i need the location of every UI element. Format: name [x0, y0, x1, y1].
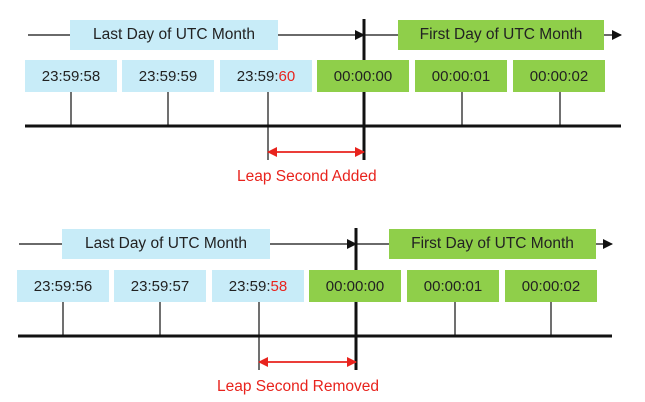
- top-leap-second-box: 23:59:60: [220, 60, 312, 92]
- top-time-box-4: 00:00:00: [317, 60, 409, 92]
- top-leap-digits: 60: [278, 67, 296, 85]
- top-time-box-2: 23:59:59: [122, 60, 214, 92]
- top-first-day-header: First Day of UTC Month: [398, 20, 604, 50]
- bottom-caption: Leap Second Removed: [217, 378, 380, 395]
- top-time-box-6: 00:00:02: [513, 60, 605, 92]
- bottom-time-box-4: 00:00:00: [309, 270, 401, 302]
- top-time-box-5: 00:00:01: [415, 60, 507, 92]
- bottom-leap-digits: 58: [270, 277, 288, 295]
- bottom-last-day-header: Last Day of UTC Month: [62, 229, 270, 259]
- bottom-first-day-header: First Day of UTC Month: [389, 229, 596, 259]
- top-caption: Leap Second Added: [237, 168, 377, 185]
- top-last-day-header: Last Day of UTC Month: [70, 20, 278, 50]
- bottom-time-box-6: 00:00:02: [505, 270, 597, 302]
- bottom-leap-second-box: 23:59:58: [212, 270, 304, 302]
- top-time-box-1: 23:59:58: [25, 60, 117, 92]
- top-leap-prefix: 23:59:: [236, 67, 279, 85]
- bottom-time-box-2: 23:59:57: [114, 270, 206, 302]
- bottom-leap-prefix: 23:59:: [228, 277, 271, 295]
- bottom-time-box-5: 00:00:01: [407, 270, 499, 302]
- bottom-time-box-1: 23:59:56: [17, 270, 109, 302]
